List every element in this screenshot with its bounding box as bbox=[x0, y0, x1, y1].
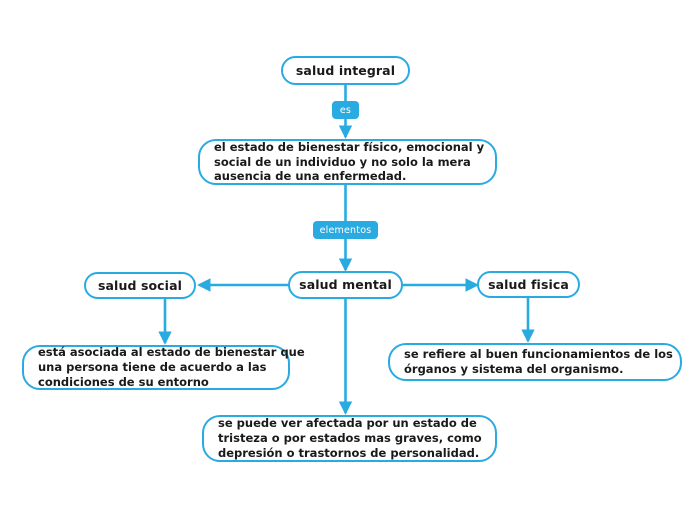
node-detalle-social-text: está asociada al estado de bienestar que… bbox=[38, 345, 305, 389]
node-detalle-salud-social[interactable]: está asociada al estado de bienestar que… bbox=[22, 345, 305, 390]
detalle-fisica-line-2: órganos y sistema del organismo. bbox=[404, 362, 624, 376]
detalle-fisica-line-1: se refiere al buen funcionamientos de lo… bbox=[404, 347, 673, 362]
node-salud-mental-label: salud mental bbox=[299, 277, 392, 292]
detalle-mental-line-2: tristeza o por estados mas graves, como bbox=[218, 431, 482, 446]
badge-elementos[interactable]: elementos bbox=[313, 221, 378, 239]
definicion-line-2: social de un individuo y no solo la mera bbox=[214, 154, 471, 169]
node-detalle-fisica-text: se refiere al buen funcionamientos de lo… bbox=[404, 347, 673, 376]
node-salud-mental[interactable]: salud mental bbox=[288, 271, 403, 299]
node-detalle-mental-text: se puede ver afectada por un estado de t… bbox=[218, 416, 482, 460]
definicion-line-1: el estado de bienestar físico, emocional… bbox=[214, 139, 485, 154]
detalle-social-line-1: está asociada al estado de bienestar que bbox=[38, 345, 305, 360]
detalle-mental-line-3: depresión o trastornos de personalidad. bbox=[218, 445, 480, 460]
node-definicion-text: el estado de bienestar físico, emocional… bbox=[214, 139, 485, 184]
node-salud-social[interactable]: salud social bbox=[84, 272, 196, 299]
badge-elementos-label: elementos bbox=[319, 224, 372, 236]
node-detalle-salud-fisica[interactable]: se refiere al buen funcionamientos de lo… bbox=[388, 343, 682, 381]
detalle-social-line-3: condiciones de su entorno bbox=[38, 374, 209, 389]
node-salud-fisica[interactable]: salud fisica bbox=[477, 271, 580, 298]
node-definicion-salud-integral[interactable]: el estado de bienestar físico, emocional… bbox=[198, 139, 497, 185]
node-salud-integral[interactable]: salud integral bbox=[281, 56, 410, 85]
node-salud-social-label: salud social bbox=[97, 277, 182, 293]
node-salud-integral-label: salud integral bbox=[295, 62, 396, 78]
detalle-mental-line-1: se puede ver afectada por un estado de bbox=[218, 416, 477, 431]
definicion-line-3: ausencia de una enfermedad. bbox=[214, 169, 407, 184]
node-salud-fisica-label: salud fisica bbox=[488, 276, 569, 292]
node-detalle-salud-mental[interactable]: se puede ver afectada por un estado de t… bbox=[202, 415, 497, 462]
badge-es[interactable]: es bbox=[332, 101, 359, 119]
detalle-social-line-2: una persona tiene de acuerdo a las bbox=[38, 360, 267, 375]
badge-es-label: es bbox=[339, 104, 352, 116]
